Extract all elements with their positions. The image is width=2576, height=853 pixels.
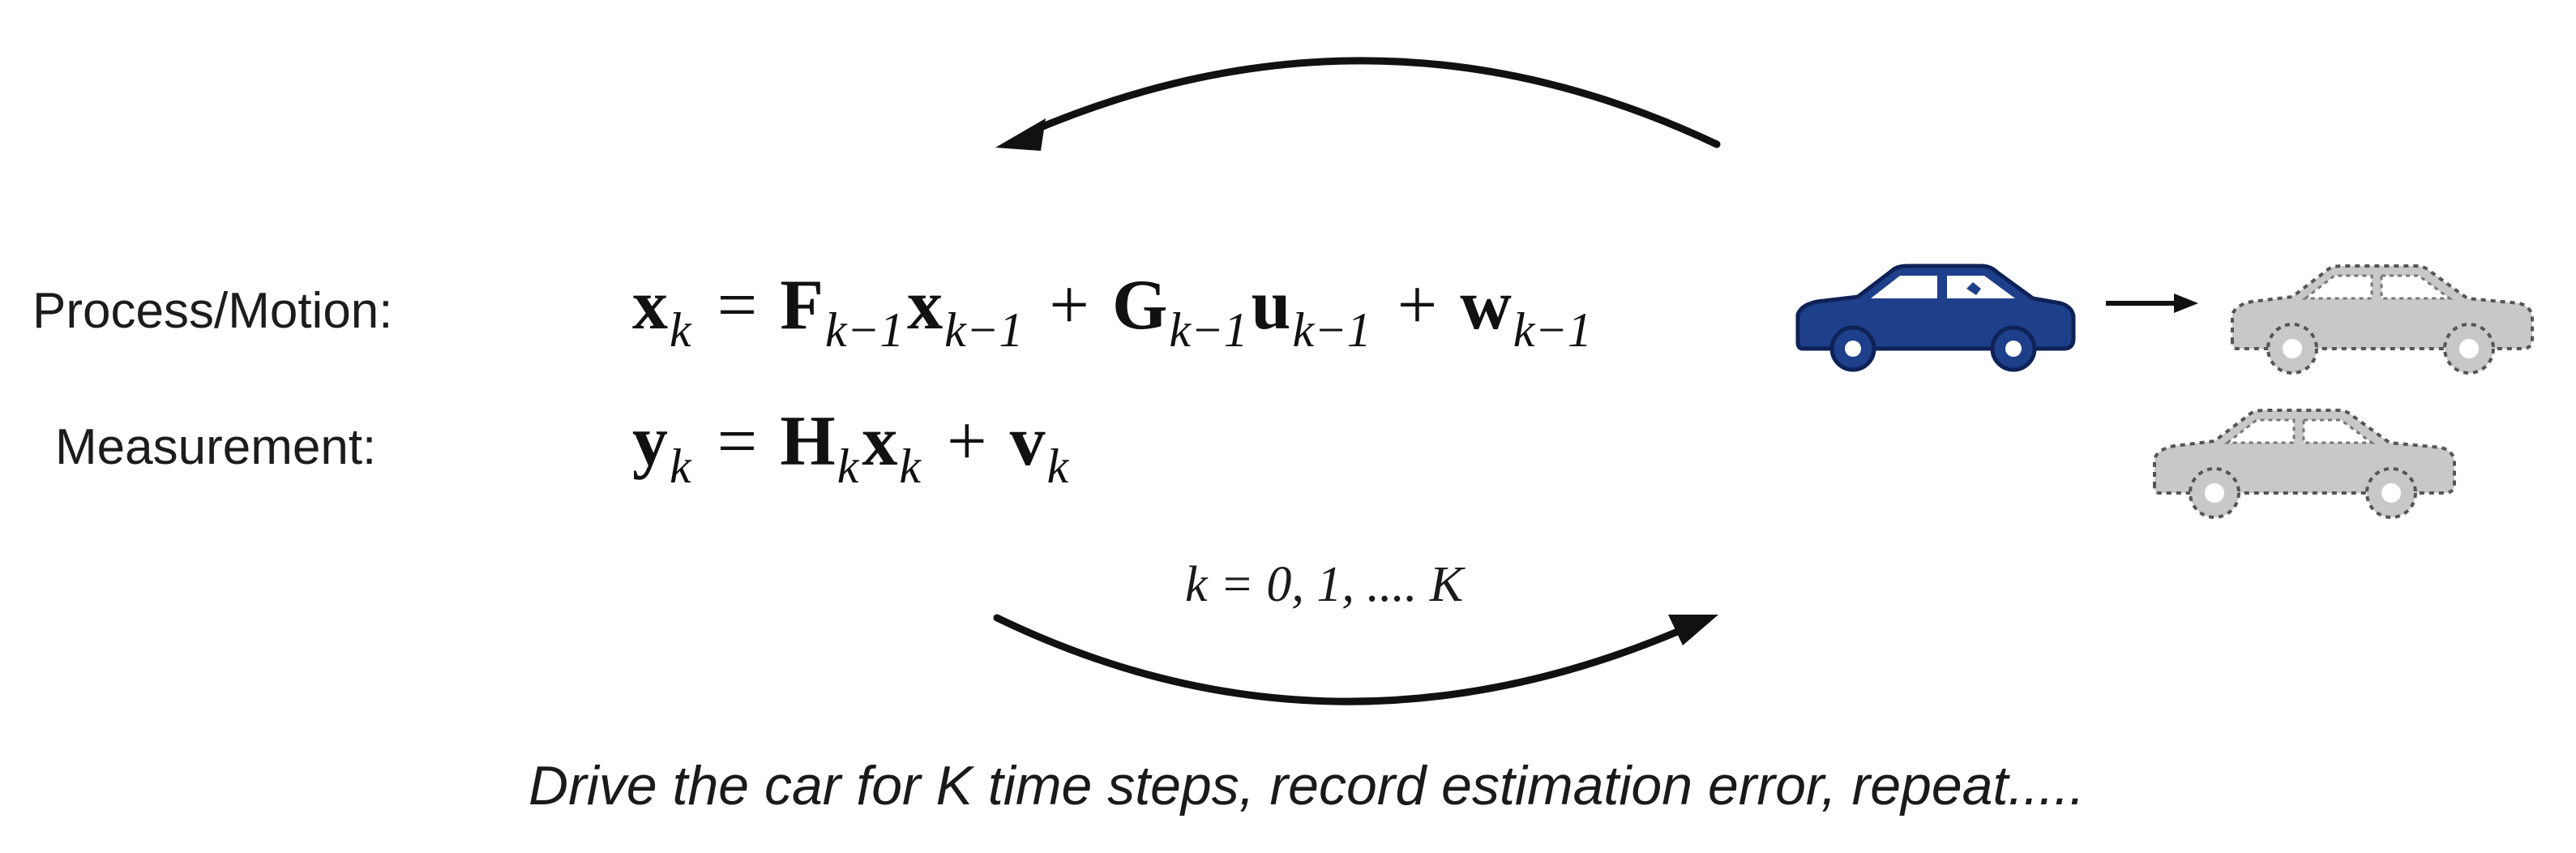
top-loop-arrow (1027, 57, 1721, 148)
car-predicted-icon (2231, 264, 2534, 375)
measurement-label: Measurement: (55, 419, 377, 475)
process-equation: xk=Fk−1xk−1+Gk−1uk−1+wk−1 (632, 266, 1592, 357)
bottom-loop-arrow (993, 614, 1684, 705)
motion-arrowhead-icon (2174, 294, 2198, 313)
time-step-range: k = 0, 1, .... K (1185, 557, 1464, 612)
measurement-equation: yk=Hkxk+vk (632, 402, 1069, 493)
process-motion-label: Process/Motion: (32, 283, 393, 339)
bottom-arrowhead-icon (1668, 615, 1718, 645)
top-arrowhead-icon (995, 118, 1046, 151)
car-current-icon (1795, 264, 2076, 372)
car-measured-icon (2153, 409, 2456, 519)
caption: Drive the car for K time steps, record e… (528, 755, 2085, 817)
